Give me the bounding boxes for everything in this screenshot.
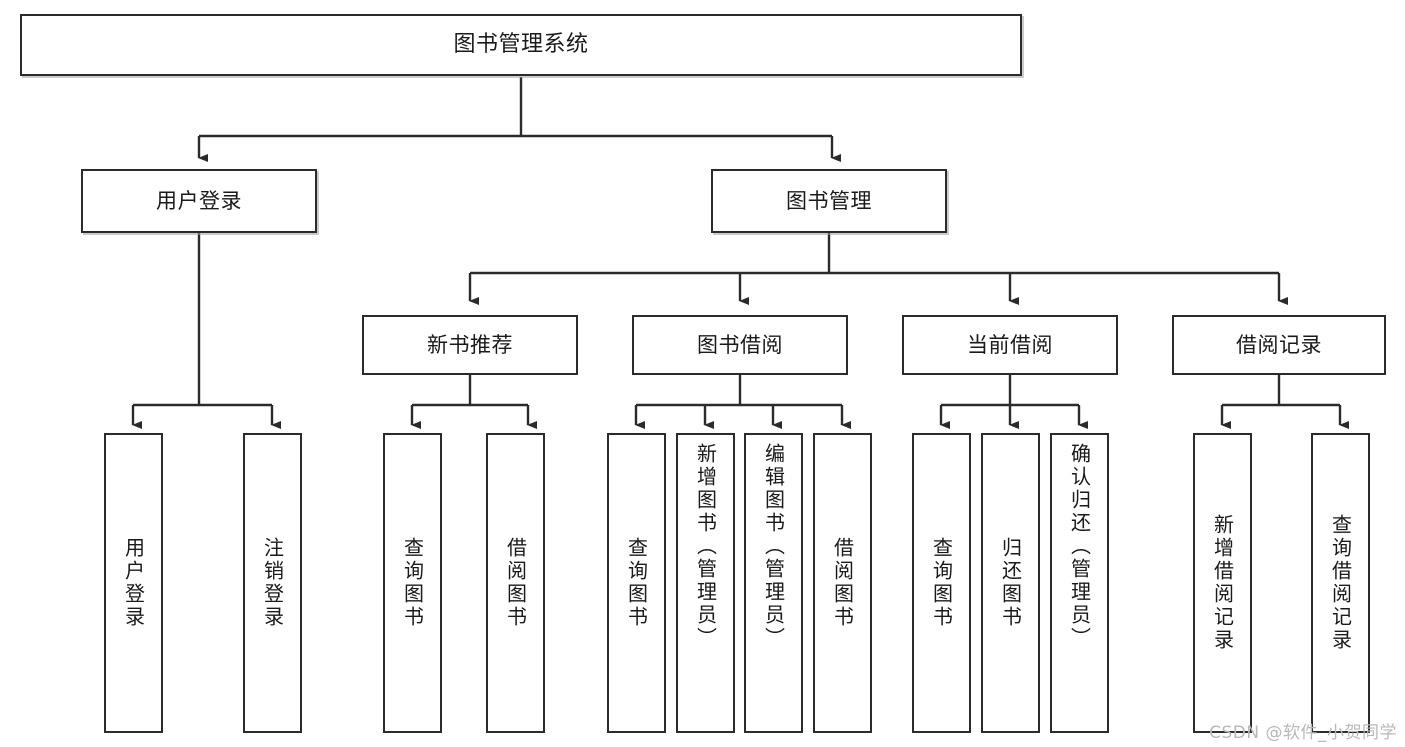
node-label: 查询图书 <box>929 537 954 629</box>
node-borrow-record[interactable]: 借阅记录 <box>1172 315 1386 375</box>
leaf-user-login-logout[interactable]: 注销登录 <box>243 433 302 733</box>
node-label: 用户登录 <box>121 537 146 629</box>
node-label: 图书管理 <box>786 188 872 213</box>
leaf-user-login-login[interactable]: 用户登录 <box>104 433 163 733</box>
node-label: 查询图书 <box>400 537 425 629</box>
node-book-borrow[interactable]: 图书借阅 <box>632 315 848 375</box>
node-label: 用户登录 <box>156 188 242 213</box>
node-label: 编辑图书（管理员） <box>761 443 786 650</box>
node-new-book-recommend[interactable]: 新书推荐 <box>362 315 578 375</box>
node-root-book-management-system[interactable]: 图书管理系统 <box>20 14 1022 76</box>
leaf-borrow-record-query-record[interactable]: 查询借阅记录 <box>1311 433 1370 733</box>
node-label: 借阅图书 <box>503 537 528 629</box>
leaf-current-borrow-query-book[interactable]: 查询图书 <box>912 433 971 733</box>
node-label: 新书推荐 <box>427 332 513 357</box>
node-label: 注销登录 <box>260 537 285 629</box>
leaf-book-borrow-edit-book-admin[interactable]: 编辑图书（管理员） <box>744 433 803 733</box>
node-label: 借阅图书 <box>830 537 855 629</box>
node-label: 当前借阅 <box>967 332 1053 357</box>
leaf-book-borrow-add-book-admin[interactable]: 新增图书（管理员） <box>676 433 735 733</box>
node-label: 归还图书 <box>998 537 1023 629</box>
node-label: 图书借阅 <box>697 332 783 357</box>
node-label: 借阅记录 <box>1236 332 1322 357</box>
leaf-book-borrow-borrow-book[interactable]: 借阅图书 <box>813 433 872 733</box>
node-label: 查询图书 <box>624 537 649 629</box>
watermark: CSDN @软件_小贺同学 <box>1209 723 1397 743</box>
leaf-book-borrow-query-book[interactable]: 查询图书 <box>607 433 666 733</box>
node-label: 确认归还（管理员） <box>1067 443 1092 650</box>
leaf-borrow-record-add-record[interactable]: 新增借阅记录 <box>1193 433 1252 733</box>
node-label: 图书管理系统 <box>453 32 589 58</box>
node-book-management[interactable]: 图书管理 <box>711 169 947 233</box>
leaf-new-book-borrow-book[interactable]: 借阅图书 <box>486 433 545 733</box>
node-label: 新增图书（管理员） <box>693 443 718 650</box>
leaf-current-borrow-confirm-return-admin[interactable]: 确认归还（管理员） <box>1050 433 1109 733</box>
node-current-borrow[interactable]: 当前借阅 <box>902 315 1118 375</box>
leaf-new-book-query-book[interactable]: 查询图书 <box>383 433 442 733</box>
node-user-login[interactable]: 用户登录 <box>81 169 317 233</box>
node-label: 新增借阅记录 <box>1210 514 1235 652</box>
leaf-current-borrow-return-book[interactable]: 归还图书 <box>981 433 1040 733</box>
node-label: 查询借阅记录 <box>1328 514 1353 652</box>
